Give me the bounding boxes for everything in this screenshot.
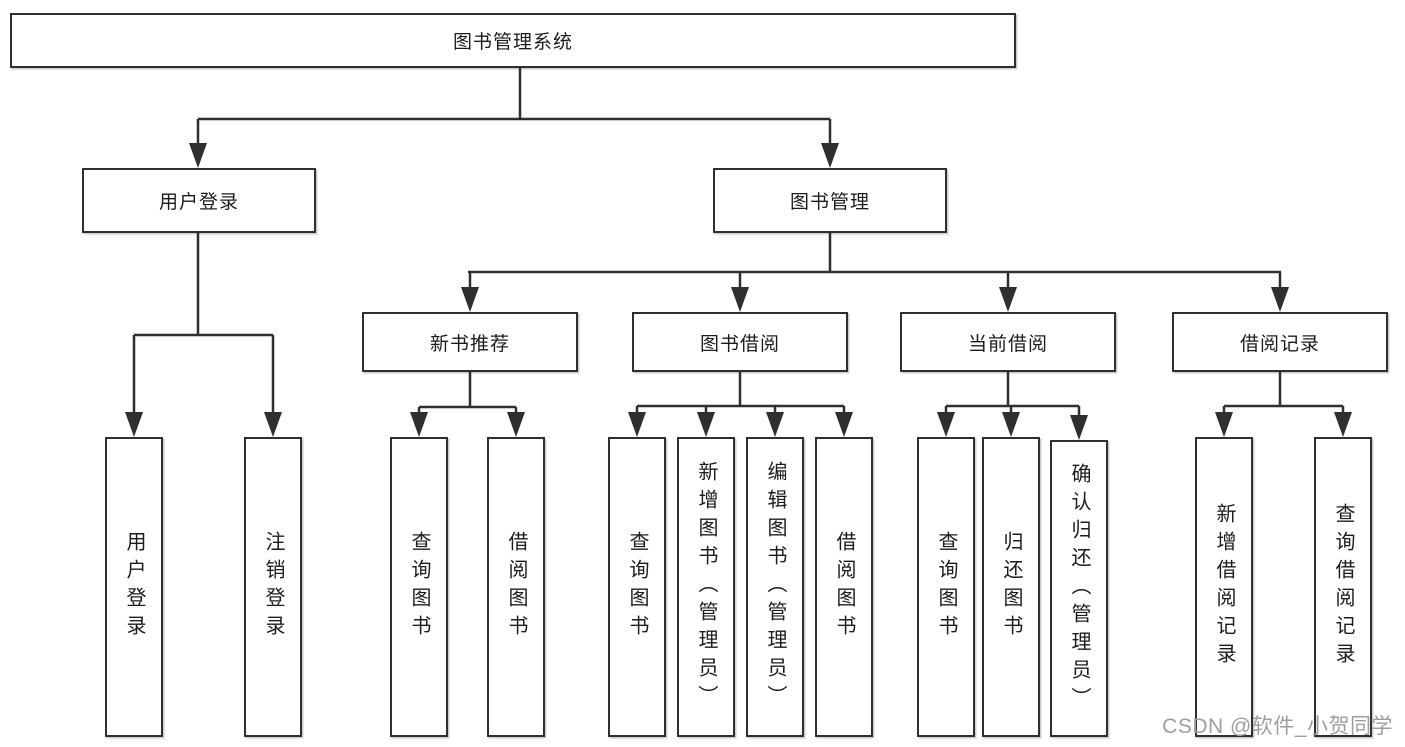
- leaf-return-book: 归还图书: [982, 437, 1040, 737]
- leaf-edit-book-admin-label: 编辑图书（管理员）: [764, 461, 786, 713]
- leaf-user-login: 用户登录: [105, 437, 163, 737]
- leaf-add-borrow-record: 新增借阅记录: [1195, 437, 1253, 737]
- leaf-add-borrow-record-label: 新增借阅记录: [1213, 503, 1235, 671]
- leaf-edit-book-admin: 编辑图书（管理员）: [746, 437, 804, 737]
- leaf-borrow-book-1: 借阅图书: [487, 437, 545, 737]
- leaf-add-book-admin: 新增图书（管理员）: [677, 437, 735, 737]
- connector-record-to-leaves: [1222, 372, 1345, 416]
- node-book-borrow: 图书借阅: [632, 312, 848, 372]
- node-user-login: 用户登录: [82, 168, 316, 233]
- leaf-query-book-2-label: 查询图书: [626, 531, 648, 643]
- leaf-query-book-1-label: 查询图书: [408, 531, 430, 643]
- connector-current-to-leaves: [944, 372, 1081, 419]
- connector-borrow-to-leaves: [635, 372, 846, 416]
- connector-bookmgmt-to-level3: [468, 233, 1282, 292]
- leaf-user-login-label: 用户登录: [123, 531, 145, 643]
- leaf-borrow-book-2: 借阅图书: [815, 437, 873, 737]
- node-root: 图书管理系统: [10, 13, 1016, 68]
- leaf-query-book-3-label: 查询图书: [935, 531, 957, 643]
- leaf-query-book-2: 查询图书: [608, 437, 666, 737]
- leaf-borrow-book-2-label: 借阅图书: [833, 531, 855, 643]
- connector-root-to-level2: [196, 68, 832, 148]
- leaf-borrow-book-1-label: 借阅图书: [505, 531, 527, 643]
- node-root-label: 图书管理系统: [452, 32, 573, 53]
- leaf-logout-label: 注销登录: [262, 531, 284, 643]
- node-book-management-label: 图书管理: [789, 192, 870, 213]
- node-borrow-record: 借阅记录: [1172, 312, 1388, 372]
- connector-newbook-to-leaves: [417, 372, 518, 416]
- arrowheads: [125, 143, 1352, 440]
- node-book-management: 图书管理: [713, 168, 947, 233]
- node-borrow-record-label: 借阅记录: [1239, 333, 1320, 355]
- node-new-book-recommend-label: 新书推荐: [429, 333, 510, 355]
- node-user-login-label: 用户登录: [158, 192, 239, 213]
- node-current-borrow-label: 当前借阅: [967, 333, 1048, 355]
- connector-userlogin-to-leaves: [132, 233, 275, 416]
- leaf-query-book-3: 查询图书: [917, 437, 975, 737]
- leaf-return-book-label: 归还图书: [1000, 531, 1022, 643]
- leaf-confirm-return-admin: 确认归还（管理员）: [1050, 440, 1108, 737]
- leaf-query-book-1: 查询图书: [390, 437, 448, 737]
- node-current-borrow: 当前借阅: [900, 312, 1116, 372]
- leaf-query-borrow-record-label: 查询借阅记录: [1332, 503, 1354, 671]
- leaf-query-borrow-record: 查询借阅记录: [1314, 437, 1372, 737]
- leaf-add-book-admin-label: 新增图书（管理员）: [695, 461, 717, 713]
- leaf-confirm-return-admin-label: 确认归还（管理员）: [1068, 462, 1090, 715]
- node-book-borrow-label: 图书借阅: [699, 333, 780, 355]
- leaf-logout: 注销登录: [244, 437, 302, 737]
- node-new-book-recommend: 新书推荐: [362, 312, 578, 372]
